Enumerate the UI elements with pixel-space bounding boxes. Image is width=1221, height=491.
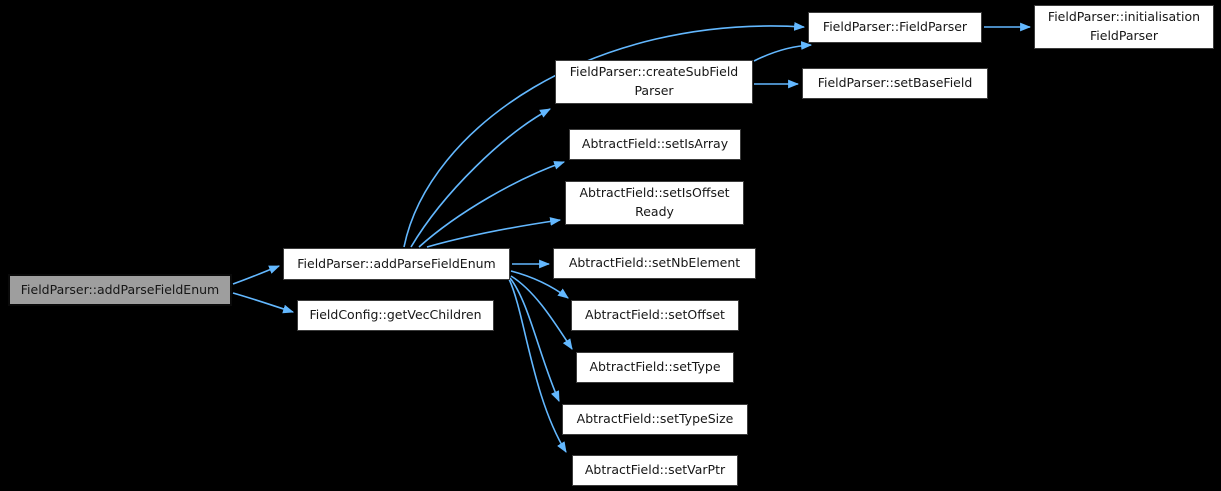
- node-label: FieldParser::setBaseField: [817, 75, 973, 91]
- edge-n1-n13: [508, 278, 567, 453]
- edge-n0-n2: [232, 292, 295, 314]
- node-label: AbtractField::setTypeSize: [576, 411, 734, 427]
- node-label: FieldParser: [1090, 28, 1158, 43]
- node-label: AbtractField::setIsOffset: [579, 185, 730, 201]
- node-createSubFieldParser[interactable]: FieldParser::createSubField Parser: [555, 60, 753, 104]
- edge-n1-n11: [510, 275, 573, 350]
- node-setTypeSize[interactable]: AbtractField::setTypeSize: [562, 404, 748, 435]
- node-setNbElement[interactable]: AbtractField::setNbElement: [553, 248, 756, 279]
- node-label: FieldParser::createSubField: [569, 64, 739, 80]
- node-label: FieldParser::addParseFieldEnum: [297, 255, 496, 271]
- edge-n3-n4: [753, 41, 813, 62]
- node-setIsArray[interactable]: AbtractField::setIsArray: [569, 129, 741, 160]
- node-setType[interactable]: AbtractField::setType: [576, 352, 734, 383]
- edge-n1-n10: [510, 270, 569, 299]
- node-label: AbtractField::setIsArray: [581, 136, 729, 152]
- edge-n0-n1: [232, 265, 281, 285]
- node-label: AbtractField::setType: [589, 359, 721, 375]
- node-label: AbtractField::setOffset: [585, 307, 725, 323]
- node-setOffset[interactable]: AbtractField::setOffset: [571, 300, 739, 331]
- edge-n1-n4: [403, 22, 806, 248]
- node-label: Ready: [635, 204, 674, 219]
- node-initialisationFieldParser[interactable]: FieldParser::initialisation FieldParser: [1034, 5, 1214, 49]
- node-label: FieldConfig::getVecChildren: [309, 307, 482, 323]
- node-label: AbtractField::setVarPtr: [584, 462, 726, 478]
- edge-n1-n8: [426, 217, 562, 248]
- node-setBaseField[interactable]: FieldParser::setBaseField: [802, 68, 988, 99]
- edge-n1-n7: [418, 161, 566, 248]
- node-getVecChildren[interactable]: FieldConfig::getVecChildren: [297, 300, 494, 331]
- node-label: FieldParser::addParseFieldEnum: [20, 281, 220, 297]
- node-setIsOffsetReady[interactable]: AbtractField::setIsOffset Ready: [565, 181, 744, 225]
- node-setVarPtr[interactable]: AbtractField::setVarPtr: [572, 455, 738, 486]
- node-label: Parser: [634, 83, 674, 98]
- node-label: FieldParser::initialisation: [1047, 9, 1201, 25]
- node-FieldParser-constructor[interactable]: FieldParser::FieldParser: [808, 12, 982, 43]
- node-label: AbtractField::setNbElement: [568, 255, 741, 271]
- edge-n1-n12: [509, 277, 560, 403]
- node-label: FieldParser::FieldParser: [822, 19, 968, 35]
- edge-n1-n3: [410, 108, 551, 248]
- node-addParseFieldEnum[interactable]: FieldParser::addParseFieldEnum: [283, 248, 510, 280]
- node-addParseFieldEnum-current: FieldParser::addParseFieldEnum: [8, 274, 232, 306]
